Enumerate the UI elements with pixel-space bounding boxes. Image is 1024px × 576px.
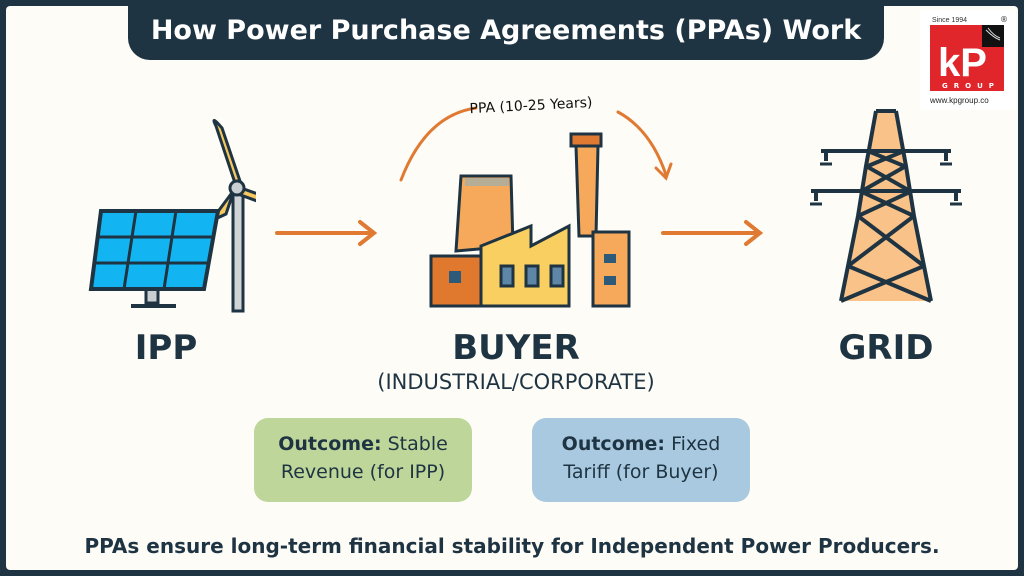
buyer-sublabel: (INDUSTRIAL/CORPORATE): [377, 370, 655, 394]
svg-text:Since 1994: Since 1994: [932, 17, 967, 24]
arrow-buyer-to-grid: [661, 220, 764, 246]
outcome-label: Outcome:: [278, 433, 382, 455]
outcome-label: Outcome:: [561, 433, 666, 455]
solar-wind-icon: [88, 119, 256, 313]
outcome-text: Tariff (for Buyer): [563, 461, 719, 483]
arrow-ipp-to-buyer: [275, 220, 378, 246]
svg-text:www.kpgroup.co: www.kpgroup.co: [929, 96, 989, 105]
footer-summary: PPAs ensure long-term financial stabilit…: [84, 534, 940, 558]
ppa-arc-arrow: [399, 106, 673, 182]
infographic: How Power Purchase Agreements (PPAs) Wor…: [6, 6, 1018, 570]
svg-text:GROUP: GROUP: [942, 82, 1000, 90]
page-title: How Power Purchase Agreements (PPAs) Wor…: [128, 6, 884, 60]
ipp-label: IPP: [134, 328, 198, 368]
outcome-text: Stable: [381, 433, 448, 455]
transmission-tower-icon: [810, 109, 962, 303]
outcome-text: Revenue (for IPP): [280, 461, 446, 483]
grid-label: GRID: [838, 328, 934, 368]
outcome-ipp-card: Outcome: Stable Revenue (for IPP): [254, 418, 472, 502]
svg-text:kP: kP: [938, 41, 987, 85]
factory-icon: [429, 132, 631, 308]
kp-group-logo: Since 1994 ® kP GROUP www.kpgroup.co: [920, 10, 1016, 110]
outcome-text: Fixed: [665, 433, 721, 455]
svg-text:®: ®: [1000, 15, 1008, 24]
outcome-buyer-card: Outcome: Fixed Tariff (for Buyer): [532, 418, 750, 502]
buyer-label: BUYER: [452, 328, 580, 368]
